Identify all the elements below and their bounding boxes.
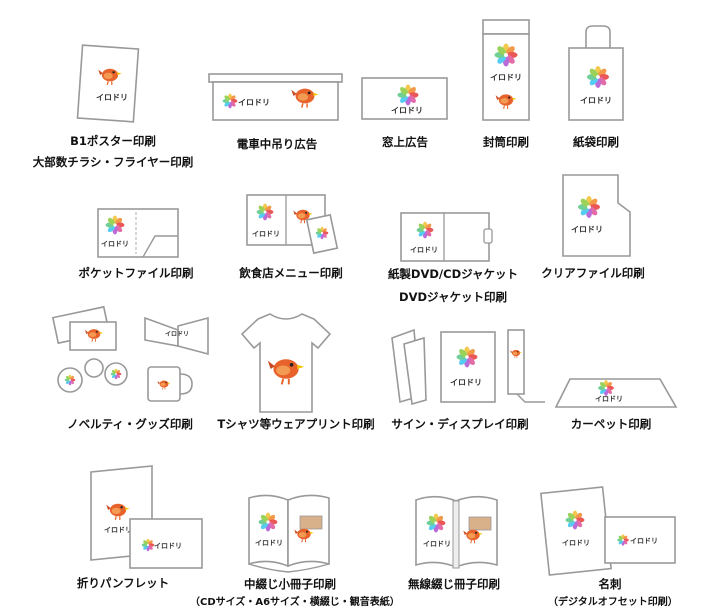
label-dvd[interactable]: 紙製DVD/CDジャケット [387,267,519,281]
saddle-booklet-illustration: イロドリ [248,494,330,573]
b1-poster-illustration: イロドリ [76,44,140,123]
svg-text:イロドリ: イロドリ [255,539,283,547]
label-sign[interactable]: サイン・ディスプレイ印刷 [391,417,529,431]
svg-text:イロドリ: イロドリ [238,98,270,107]
menu-illustration: イロドリ [246,194,339,255]
label-novelty[interactable]: ノベルティ・グッズ印刷 [67,417,193,431]
pocket-file-illustration: イロドリ [97,208,179,258]
svg-text:イロドリ: イロドリ [423,540,451,548]
label-clear-file[interactable]: クリアファイル印刷 [541,266,645,280]
svg-text:イロドリ: イロドリ [562,539,590,547]
svg-text:イロドリ: イロドリ [391,106,423,115]
svg-text:イロドリ: イロドリ [165,331,189,338]
clear-file-illustration: イロドリ [562,174,631,257]
label-window-ad[interactable]: 窓上広告 [382,135,428,149]
business-card-illustration: イロドリ イロドリ [540,486,676,576]
svg-text:イロドリ: イロドリ [580,96,612,105]
label-envelope[interactable]: 封筒印刷 [483,135,529,149]
svg-text:イロドリ: イロドリ [630,537,658,545]
svg-text:イロドリ: イロドリ [252,230,280,238]
svg-text:イロドリ: イロドリ [450,378,482,387]
perfect-booklet-illustration: イロドリ [415,495,498,569]
label-saddle-sub[interactable]: （CDサイズ・A6サイズ・横綴じ・観音表紙） [190,597,400,608]
label-card[interactable]: 名刺 [598,577,622,591]
label-paper-bag[interactable]: 紙袋印刷 [573,135,619,149]
svg-text:イロドリ: イロドリ [490,73,522,82]
label-tshirt[interactable]: Tシャツ等ウェアプリント印刷 [217,417,375,431]
svg-text:イロドリ: イロドリ [410,246,438,254]
label-dvd-sub[interactable]: DVDジャケット印刷 [399,290,507,304]
dvd-jacket-illustration: イロドリ [400,212,493,262]
label-perfect[interactable]: 無線綴じ冊子印刷 [408,577,500,591]
label-pocket-file[interactable]: ポケットファイル印刷 [78,266,194,280]
label-card-sub[interactable]: （デジタルオフセット印刷） [548,597,678,608]
carpet-illustration: イロドリ [554,378,678,408]
envelope-illustration: イロドリ [482,19,530,121]
tshirt-illustration [240,313,332,413]
label-flyer[interactable]: 大部数チラシ・フライヤー印刷 [32,155,194,169]
label-carpet[interactable]: カーペット印刷 [570,417,652,431]
train-ad-illustration: イロドリ [208,73,343,121]
svg-text:イロドリ: イロドリ [154,542,182,550]
label-train-ad[interactable]: 電車中吊り広告 [236,137,318,151]
svg-text:イロドリ: イロドリ [104,526,132,534]
label-menu[interactable]: 飲食店メニュー印刷 [239,266,343,280]
pamphlet-illustration: イロドリ イロドリ [90,465,203,569]
svg-text:イロドリ: イロドリ [96,93,128,102]
svg-text:イロドリ: イロドリ [571,225,603,234]
window-ad-illustration: イロドリ [361,77,448,120]
paper-bag-illustration: イロドリ [568,25,624,121]
label-b1-poster[interactable]: B1ポスター印刷 [70,134,156,148]
svg-text:イロドリ: イロドリ [101,240,129,248]
novelty-illustration: イロドリ [51,305,209,402]
label-pamphlet[interactable]: 折りパンフレット [76,576,170,590]
label-saddle[interactable]: 中綴じ小冊子印刷 [244,577,336,591]
sign-display-illustration: イロドリ [391,328,545,406]
svg-text:イロドリ: イロドリ [595,395,623,403]
